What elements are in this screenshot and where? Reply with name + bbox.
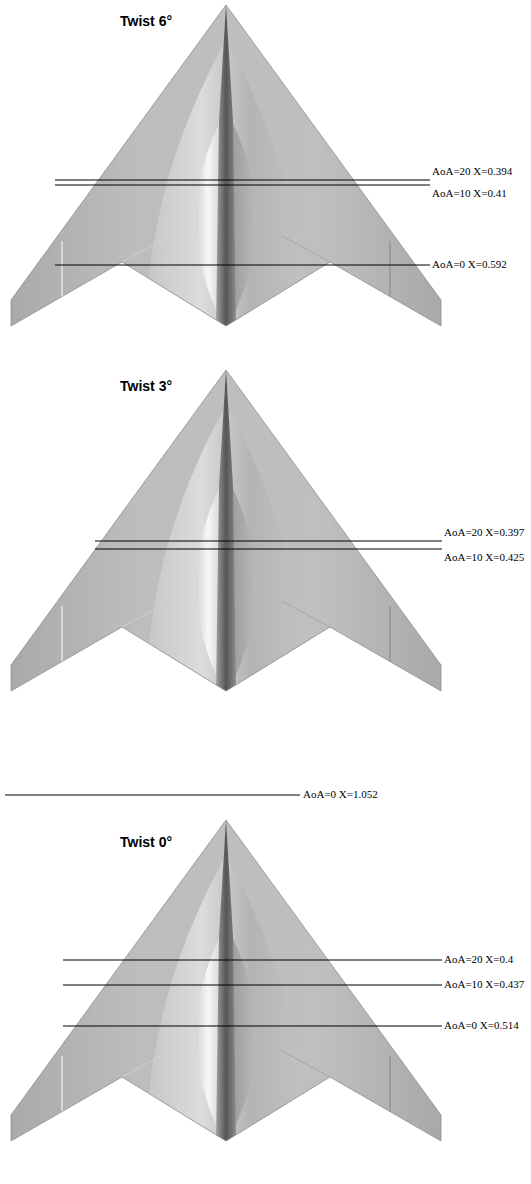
- aircraft-planform: [0, 365, 460, 705]
- section-label: AoA=20 X=0.4: [444, 953, 513, 966]
- twist-title: Twist 0°: [120, 834, 172, 851]
- aircraft-planform: [0, 815, 460, 1155]
- section-label: AoA=10 X=0.425: [444, 551, 524, 564]
- section-line: [95, 548, 442, 549]
- section-line: [55, 179, 430, 180]
- section-label: AoA=20 X=0.394: [432, 165, 512, 178]
- section-line: [63, 984, 442, 985]
- section-label: AoA=10 X=0.437: [444, 978, 524, 991]
- section-lines: [5, 180, 442, 1026]
- section-line: [63, 959, 442, 960]
- section-label: AoA=0 X=0.592: [432, 258, 507, 271]
- twist-title: Twist 3°: [120, 378, 172, 395]
- section-label: AoA=0 X=0.514: [444, 1019, 519, 1032]
- section-line: [63, 1025, 442, 1026]
- section-line: [55, 264, 430, 265]
- section-label: AoA=20 X=0.397: [444, 526, 524, 539]
- section-label: AoA=10 X=0.41: [432, 187, 507, 200]
- aircraft-planform: [0, 0, 460, 340]
- section-line: [55, 184, 430, 185]
- section-line: [5, 794, 300, 795]
- section-label: AoA=0 X=1.052: [303, 788, 378, 801]
- twist-title: Twist 6°: [120, 13, 172, 30]
- section-line: [95, 540, 442, 541]
